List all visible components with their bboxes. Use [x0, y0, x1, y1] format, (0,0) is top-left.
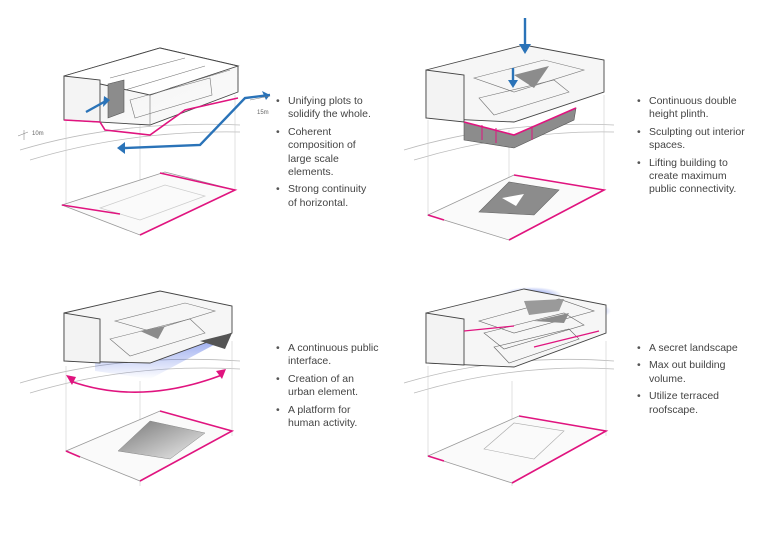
bullet-item: A secret landscape [637, 342, 742, 356]
bullet-item: A continuous public interface. [276, 342, 381, 369]
bullet-item: Unifying plots to solidify the whole. [276, 95, 376, 122]
bullet-list-3: A continuous public interface. Creation … [276, 342, 381, 434]
massing-drawing-3 [19, 290, 241, 486]
bullet-item: Coherent composition of large scale elem… [276, 126, 376, 180]
bullet-item: Utilize terraced roofscape. [637, 390, 742, 417]
massing-drawing-1 [17, 47, 271, 236]
diagram-panel-1: 10m 15m Unifying plots to solidify the w… [0, 0, 384, 270]
massing-drawing-4 [403, 287, 615, 486]
dimension-label-15m: 15m [257, 110, 269, 116]
bullet-list-4: A secret landscape Max out building volu… [637, 342, 742, 421]
bullet-list-1: Unifying plots to solidify the whole. Co… [276, 95, 376, 214]
bullet-item: Lifting building to create maximum publi… [637, 157, 747, 197]
diagram-panel-4: A secret landscape Max out building volu… [384, 271, 768, 541]
bullet-item: Sculpting out interior spaces. [637, 126, 747, 153]
dimension-label-10m: 10m [32, 131, 44, 137]
massing-drawing-2 [403, 18, 615, 241]
bullet-item: Max out building volume. [637, 359, 742, 386]
bullet-item: Creation of an urban element. [276, 373, 381, 400]
bullet-item: Strong continuity of horizontal. [276, 183, 376, 210]
bullet-item: Continuous double height plinth. [637, 95, 747, 122]
bullet-item: A platform for human activity. [276, 404, 381, 431]
diagram-panel-2: Continuous double height plinth. Sculpti… [384, 0, 768, 270]
bullet-list-2: Continuous double height plinth. Sculpti… [637, 95, 747, 201]
diagram-panel-3: A continuous public interface. Creation … [0, 271, 384, 541]
